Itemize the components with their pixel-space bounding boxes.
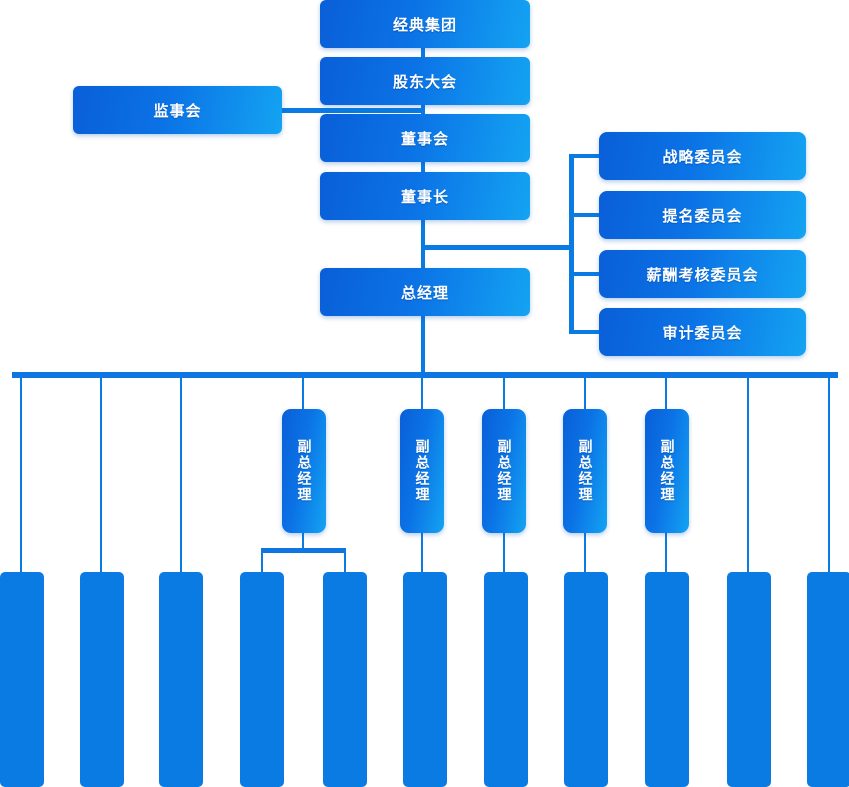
node-general-manager[interactable]: 总经理 (320, 268, 530, 316)
connector-deputy4-down (584, 533, 586, 574)
node-deputy-gm-4-label: 副总经理 (577, 439, 594, 503)
node-board-of-directors[interactable]: 董事会 (320, 114, 530, 162)
bus-drop-5 (421, 378, 423, 411)
node-department-8[interactable] (564, 572, 608, 787)
connector-group-to-shareholders (421, 48, 425, 60)
bus-drop-6 (503, 378, 505, 411)
bus-drop-9 (747, 378, 749, 574)
node-supervisory-board[interactable]: 监事会 (73, 86, 282, 134)
node-nomination-committee[interactable]: 提名委员会 (599, 191, 806, 239)
bus-drop-8 (665, 378, 667, 411)
node-audit-committee[interactable]: 审计委员会 (599, 308, 806, 356)
connector-committee-1 (569, 154, 601, 158)
node-chairman[interactable]: 董事长 (320, 172, 530, 220)
node-audit-committee-label: 审计委员会 (662, 324, 743, 342)
node-general-manager-label: 总经理 (400, 284, 449, 302)
node-deputy-gm-4[interactable]: 副总经理 (563, 409, 607, 533)
node-chairman-label: 董事长 (400, 188, 449, 206)
node-strategy-committee-label: 战略委员会 (662, 148, 743, 166)
bus-drop-4 (302, 378, 304, 411)
connector-committee-3 (569, 272, 601, 276)
node-department-9[interactable] (645, 572, 689, 787)
connector-chairman-to-committees (423, 245, 573, 250)
connector-committee-2 (569, 213, 601, 217)
bus-drop-7 (584, 378, 586, 411)
node-supervisory-board-label: 监事会 (153, 102, 202, 120)
bus-drop-10 (828, 378, 830, 574)
connector-deputy1-down (302, 533, 304, 551)
bus-drop-1 (20, 378, 22, 574)
connector-deputy2-down (421, 533, 423, 574)
node-shareholders-meeting[interactable]: 股东大会 (320, 57, 530, 105)
node-department-10[interactable] (727, 572, 771, 787)
connector-committee-4 (569, 330, 601, 334)
node-deputy-gm-1-label: 副总经理 (296, 439, 313, 503)
node-department-7[interactable] (484, 572, 528, 787)
connector-deputy1-child-right (344, 552, 346, 574)
connector-deputy3-down (503, 533, 505, 574)
node-deputy-gm-3[interactable]: 副总经理 (482, 409, 526, 533)
node-department-6[interactable] (403, 572, 447, 787)
node-remuneration-committee[interactable]: 薪酬考核委员会 (599, 250, 806, 298)
node-deputy-gm-1[interactable]: 副总经理 (282, 409, 326, 533)
node-group[interactable]: 经典集团 (320, 0, 530, 48)
node-deputy-gm-5-label: 副总经理 (659, 439, 676, 503)
connector-deputy1-child-left (261, 552, 263, 574)
node-group-label: 经典集团 (392, 16, 457, 34)
bus-drop-3 (180, 378, 182, 574)
node-department-4[interactable] (240, 572, 284, 787)
node-board-of-directors-label: 董事会 (400, 130, 449, 148)
node-department-11[interactable] (807, 572, 849, 787)
connector-board-to-chairman (421, 162, 425, 174)
node-remuneration-committee-label: 薪酬考核委员会 (646, 266, 759, 284)
node-department-3[interactable] (159, 572, 203, 787)
deputy1-crossbar (261, 548, 346, 553)
committee-vertical-bus (569, 155, 574, 333)
node-deputy-gm-3-label: 副总经理 (496, 439, 513, 503)
node-deputy-gm-2[interactable]: 副总经理 (400, 409, 444, 533)
department-horizontal-bus (12, 372, 838, 378)
node-department-2[interactable] (80, 572, 124, 787)
bus-drop-2 (100, 378, 102, 574)
connector-gm-to-bus (421, 316, 425, 374)
node-deputy-gm-2-label: 副总经理 (414, 439, 431, 503)
node-deputy-gm-5[interactable]: 副总经理 (645, 409, 689, 533)
node-strategy-committee[interactable]: 战略委员会 (599, 132, 806, 180)
connector-supervisory-horizontal (281, 108, 425, 113)
node-department-5[interactable] (323, 572, 367, 787)
connector-deputy5-down (665, 533, 667, 574)
node-department-1[interactable] (0, 572, 44, 787)
node-nomination-committee-label: 提名委员会 (662, 207, 743, 225)
node-shareholders-meeting-label: 股东大会 (392, 73, 457, 91)
